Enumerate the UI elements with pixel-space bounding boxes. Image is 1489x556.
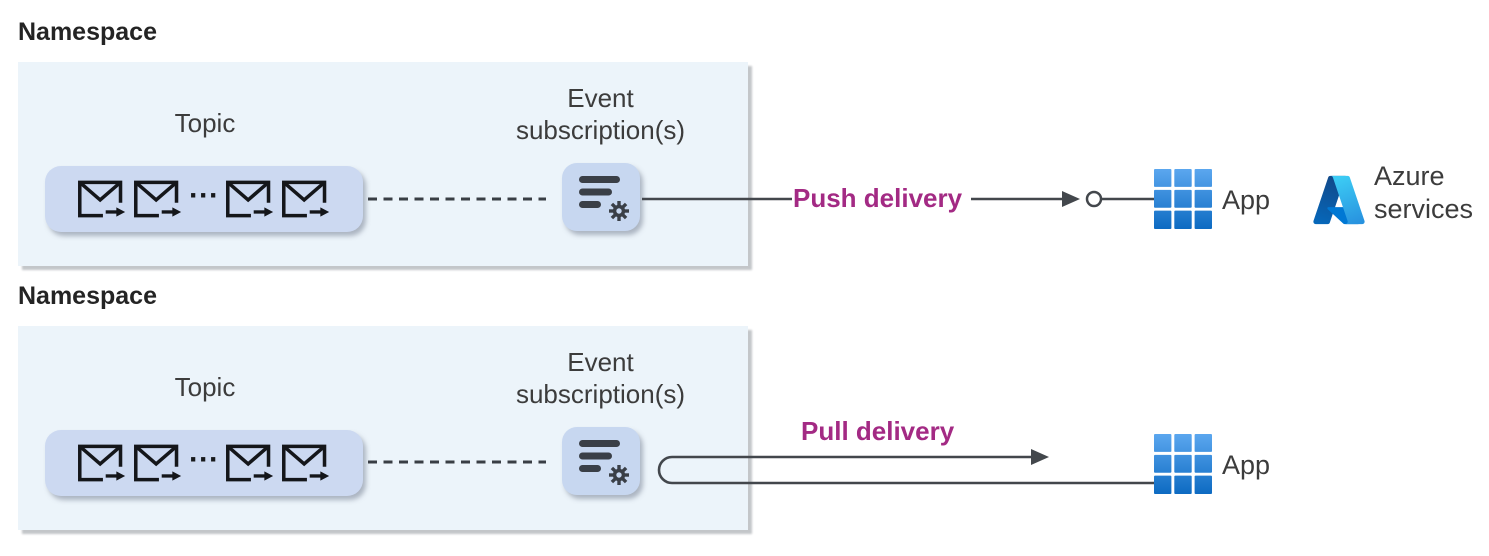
envelope-icon xyxy=(134,444,182,482)
azure-logo-icon xyxy=(1313,175,1365,225)
envelope-icon xyxy=(78,180,126,218)
azure-services-label: Azure services xyxy=(1374,161,1474,224)
endpoint-circle-icon xyxy=(1085,190,1103,208)
push-delivery-label: Push delivery xyxy=(793,183,963,213)
envelope-icon xyxy=(134,180,182,218)
topic-pill: ··· xyxy=(45,166,363,232)
pull-delivery-loop-arrow xyxy=(657,449,1154,485)
envelope-icon xyxy=(226,444,274,482)
filter-gear-icon xyxy=(579,440,629,485)
app-grid-icon xyxy=(1154,169,1212,229)
event-subscription-tile xyxy=(562,427,640,495)
subscription-label: Event subscription(s) xyxy=(515,83,686,145)
push-delivery-arrow xyxy=(642,190,1154,208)
gear-icon xyxy=(609,465,629,485)
namespace-title: Namespace xyxy=(18,18,157,46)
topic-ellipsis: ··· xyxy=(189,179,219,212)
topic-ellipsis: ··· xyxy=(189,443,219,476)
event-subscription-tile xyxy=(562,163,640,231)
topic-pill: ··· xyxy=(45,430,363,496)
envelope-icon xyxy=(282,444,330,482)
gear-icon xyxy=(609,201,629,221)
filter-gear-icon xyxy=(579,176,629,221)
envelope-icon xyxy=(78,444,126,482)
pull-delivery-label: Pull delivery xyxy=(801,416,955,446)
envelope-icon xyxy=(226,180,274,218)
envelope-icon xyxy=(282,180,330,218)
app-grid-icon xyxy=(1154,434,1212,494)
topic-label: Topic xyxy=(174,372,236,402)
namespace-title: Namespace xyxy=(18,282,157,310)
topic-label: Topic xyxy=(174,108,236,138)
app-label: App xyxy=(1222,185,1271,215)
app-label: App xyxy=(1222,450,1271,480)
subscription-label: Event subscription(s) xyxy=(515,347,686,409)
